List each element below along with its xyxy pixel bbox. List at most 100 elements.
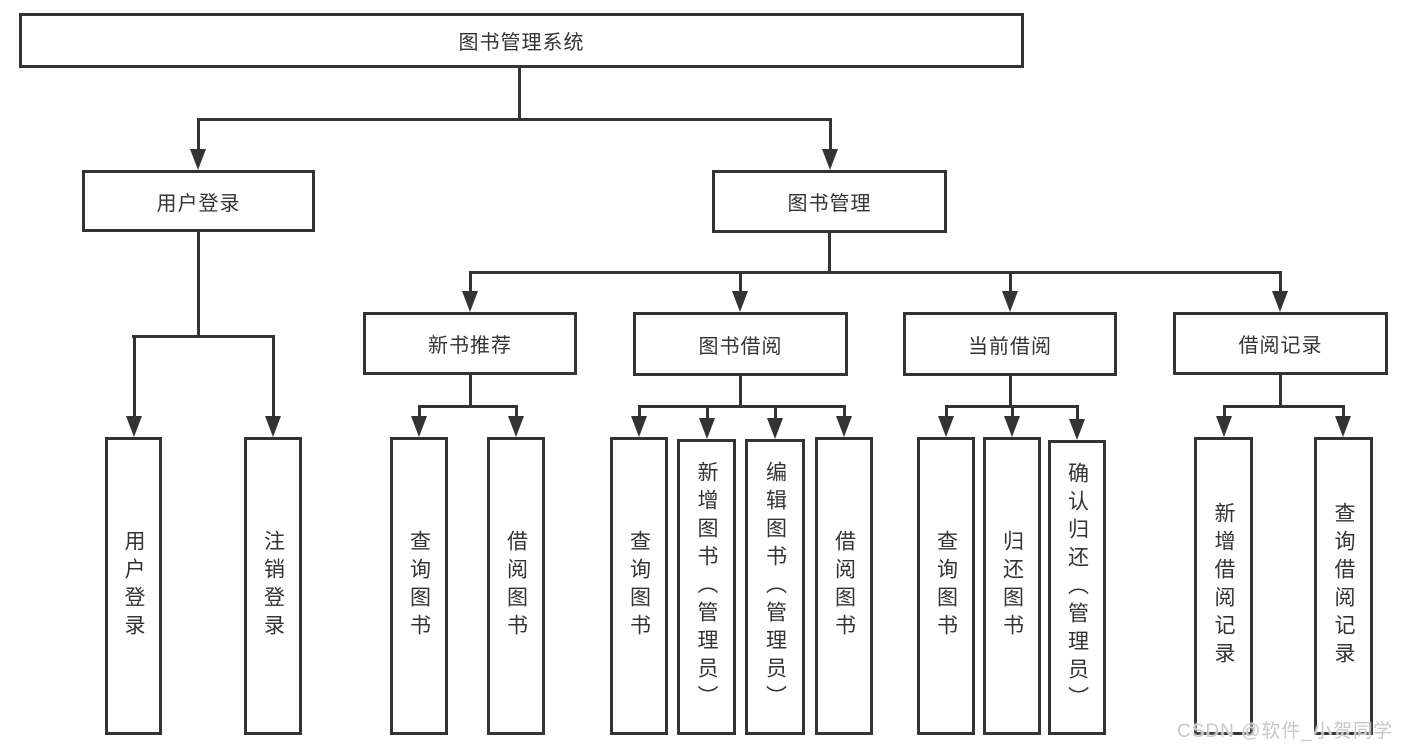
node-bb-add-book: 新增图书（管理员） <box>677 439 736 735</box>
node-login-leaf: 用户登录 <box>105 437 162 735</box>
node-cb-return-book: 归还图书 <box>983 437 1041 735</box>
node-label: 编辑图书（管理员） <box>763 461 787 713</box>
arrow-head-icon <box>699 418 715 439</box>
connector-arrow <box>1335 406 1351 437</box>
arrow-head-icon <box>462 291 478 312</box>
node-br-query-record: 查询借阅记录 <box>1314 437 1373 735</box>
arrow-head-icon <box>265 416 281 437</box>
connector-arrow <box>265 336 281 437</box>
node-current-borrow: 当前借阅 <box>903 312 1117 376</box>
arrow-shaft <box>1222 406 1226 419</box>
arrow-shaft <box>1010 406 1014 419</box>
arrow-head-icon <box>1004 416 1020 437</box>
node-br-add-record: 新增借阅记录 <box>1194 437 1253 735</box>
node-borrow-record: 借阅记录 <box>1173 312 1388 375</box>
watermark-text: CSDN @软件_小贺同学 <box>1177 721 1393 742</box>
arrow-head-icon <box>631 416 647 437</box>
connector-line <box>518 68 521 120</box>
arrow-head-icon <box>1216 416 1232 437</box>
arrow-shaft <box>842 406 846 419</box>
arrow-head-icon <box>1272 291 1288 312</box>
node-label: 新增图书（管理员） <box>695 461 718 713</box>
arrow-shaft <box>1278 272 1282 294</box>
arrow-head-icon <box>1069 419 1085 440</box>
arrow-head-icon <box>822 149 838 170</box>
connector-arrow <box>508 406 524 437</box>
node-label: 新增借阅记录 <box>1212 502 1235 670</box>
connector-line <box>1223 405 1345 408</box>
connector-line <box>828 233 831 274</box>
connector-arrow <box>822 118 838 170</box>
node-label: 注销登录 <box>261 530 285 642</box>
arrow-shaft <box>1341 406 1345 419</box>
node-label: 新书推荐 <box>428 335 512 357</box>
node-label: 用户登录 <box>156 192 241 215</box>
node-label: 归还图书 <box>1000 530 1024 642</box>
node-label: 查询借阅记录 <box>1332 502 1355 670</box>
arrow-head-icon <box>1002 291 1018 312</box>
node-label: 借阅图书 <box>832 530 856 642</box>
arrow-shaft <box>196 118 200 152</box>
node-user-login: 用户登录 <box>82 170 315 232</box>
arrow-shaft <box>828 118 832 152</box>
arrow-head-icon <box>767 418 783 439</box>
node-label: 当前借阅 <box>968 335 1052 358</box>
connector-arrow <box>732 272 748 312</box>
node-label: 查询图书 <box>934 530 958 642</box>
connector-line <box>1279 375 1282 408</box>
node-bb-edit-book: 编辑图书（管理员） <box>745 439 805 735</box>
node-label: 借阅记录 <box>1238 335 1323 357</box>
arrow-shaft <box>271 336 275 419</box>
connector-arrow <box>1002 272 1018 312</box>
node-nbr-query-book: 查询图书 <box>390 437 448 735</box>
connector-line <box>1009 376 1012 408</box>
arrow-shaft <box>1075 406 1079 422</box>
connector-arrow <box>938 406 954 437</box>
node-new-book-recommend: 新书推荐 <box>363 312 577 375</box>
node-label: 确认归还（管理员） <box>1065 461 1089 714</box>
connector-arrow <box>462 272 478 312</box>
arrow-shaft <box>637 406 641 419</box>
connector-arrow <box>411 406 427 437</box>
arrow-shaft <box>705 406 709 421</box>
node-bb-query-book: 查询图书 <box>610 437 668 735</box>
arrow-shaft <box>468 272 472 294</box>
node-label: 查询图书 <box>407 530 431 642</box>
connector-line <box>638 405 846 408</box>
connector-line <box>418 405 518 408</box>
connector-arrow <box>836 406 852 437</box>
node-label: 借阅图书 <box>504 530 528 642</box>
arrow-shaft <box>773 406 777 421</box>
node-book-borrow: 图书借阅 <box>633 312 848 376</box>
node-label: 用户登录 <box>122 530 145 642</box>
connector-arrow <box>699 406 715 439</box>
node-bb-borrow-book: 借阅图书 <box>815 437 873 735</box>
node-label: 图书管理 <box>787 193 872 215</box>
connector-line <box>469 375 472 408</box>
connector-line <box>197 118 832 121</box>
connector-arrow <box>1216 406 1232 437</box>
connector-arrow <box>767 406 783 439</box>
arrow-head-icon <box>126 416 142 437</box>
arrow-shaft <box>514 406 518 419</box>
node-nbr-borrow-book: 借阅图书 <box>487 437 545 735</box>
node-label: 查询图书 <box>627 530 651 642</box>
arrow-head-icon <box>938 416 954 437</box>
connector-arrow <box>190 118 206 170</box>
arrow-shaft <box>738 272 742 294</box>
connector-line <box>469 271 1282 274</box>
arrow-head-icon <box>190 149 206 170</box>
node-logout-leaf: 注销登录 <box>244 437 302 735</box>
node-root: 图书管理系统 <box>19 13 1024 68</box>
node-book-management: 图书管理 <box>712 170 947 233</box>
arrow-head-icon <box>836 416 852 437</box>
node-cb-confirm-return: 确认归还（管理员） <box>1048 440 1106 735</box>
node-label: 图书管理系统 <box>458 32 585 54</box>
arrow-head-icon <box>732 291 748 312</box>
connector-arrow <box>1069 406 1085 440</box>
arrow-head-icon <box>1335 416 1351 437</box>
arrow-shaft <box>944 406 948 419</box>
connector-arrow <box>631 406 647 437</box>
connector-arrow <box>1004 406 1020 437</box>
